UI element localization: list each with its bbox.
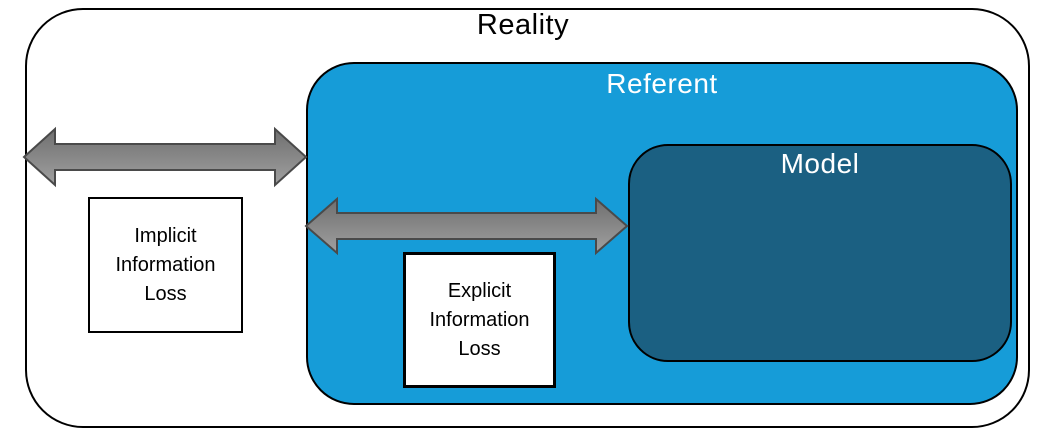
implicit-loss-line: Implicit [134,224,197,247]
reality-label: Reality [476,9,570,41]
implicit-loss-line: Loss [144,282,187,305]
model-box [628,144,1012,362]
model-label: Model [780,148,860,179]
explicit-loss-line: Loss [458,337,501,360]
explicit-information-loss-box: Explicit Information Loss [403,252,556,388]
implicit-information-loss-box: Implicit Information Loss [88,197,243,333]
referent-label: Referent [606,68,718,99]
explicit-loss-line: Explicit [447,279,512,302]
explicit-loss-line: Information [429,308,530,331]
implicit-loss-line: Information [115,253,216,276]
